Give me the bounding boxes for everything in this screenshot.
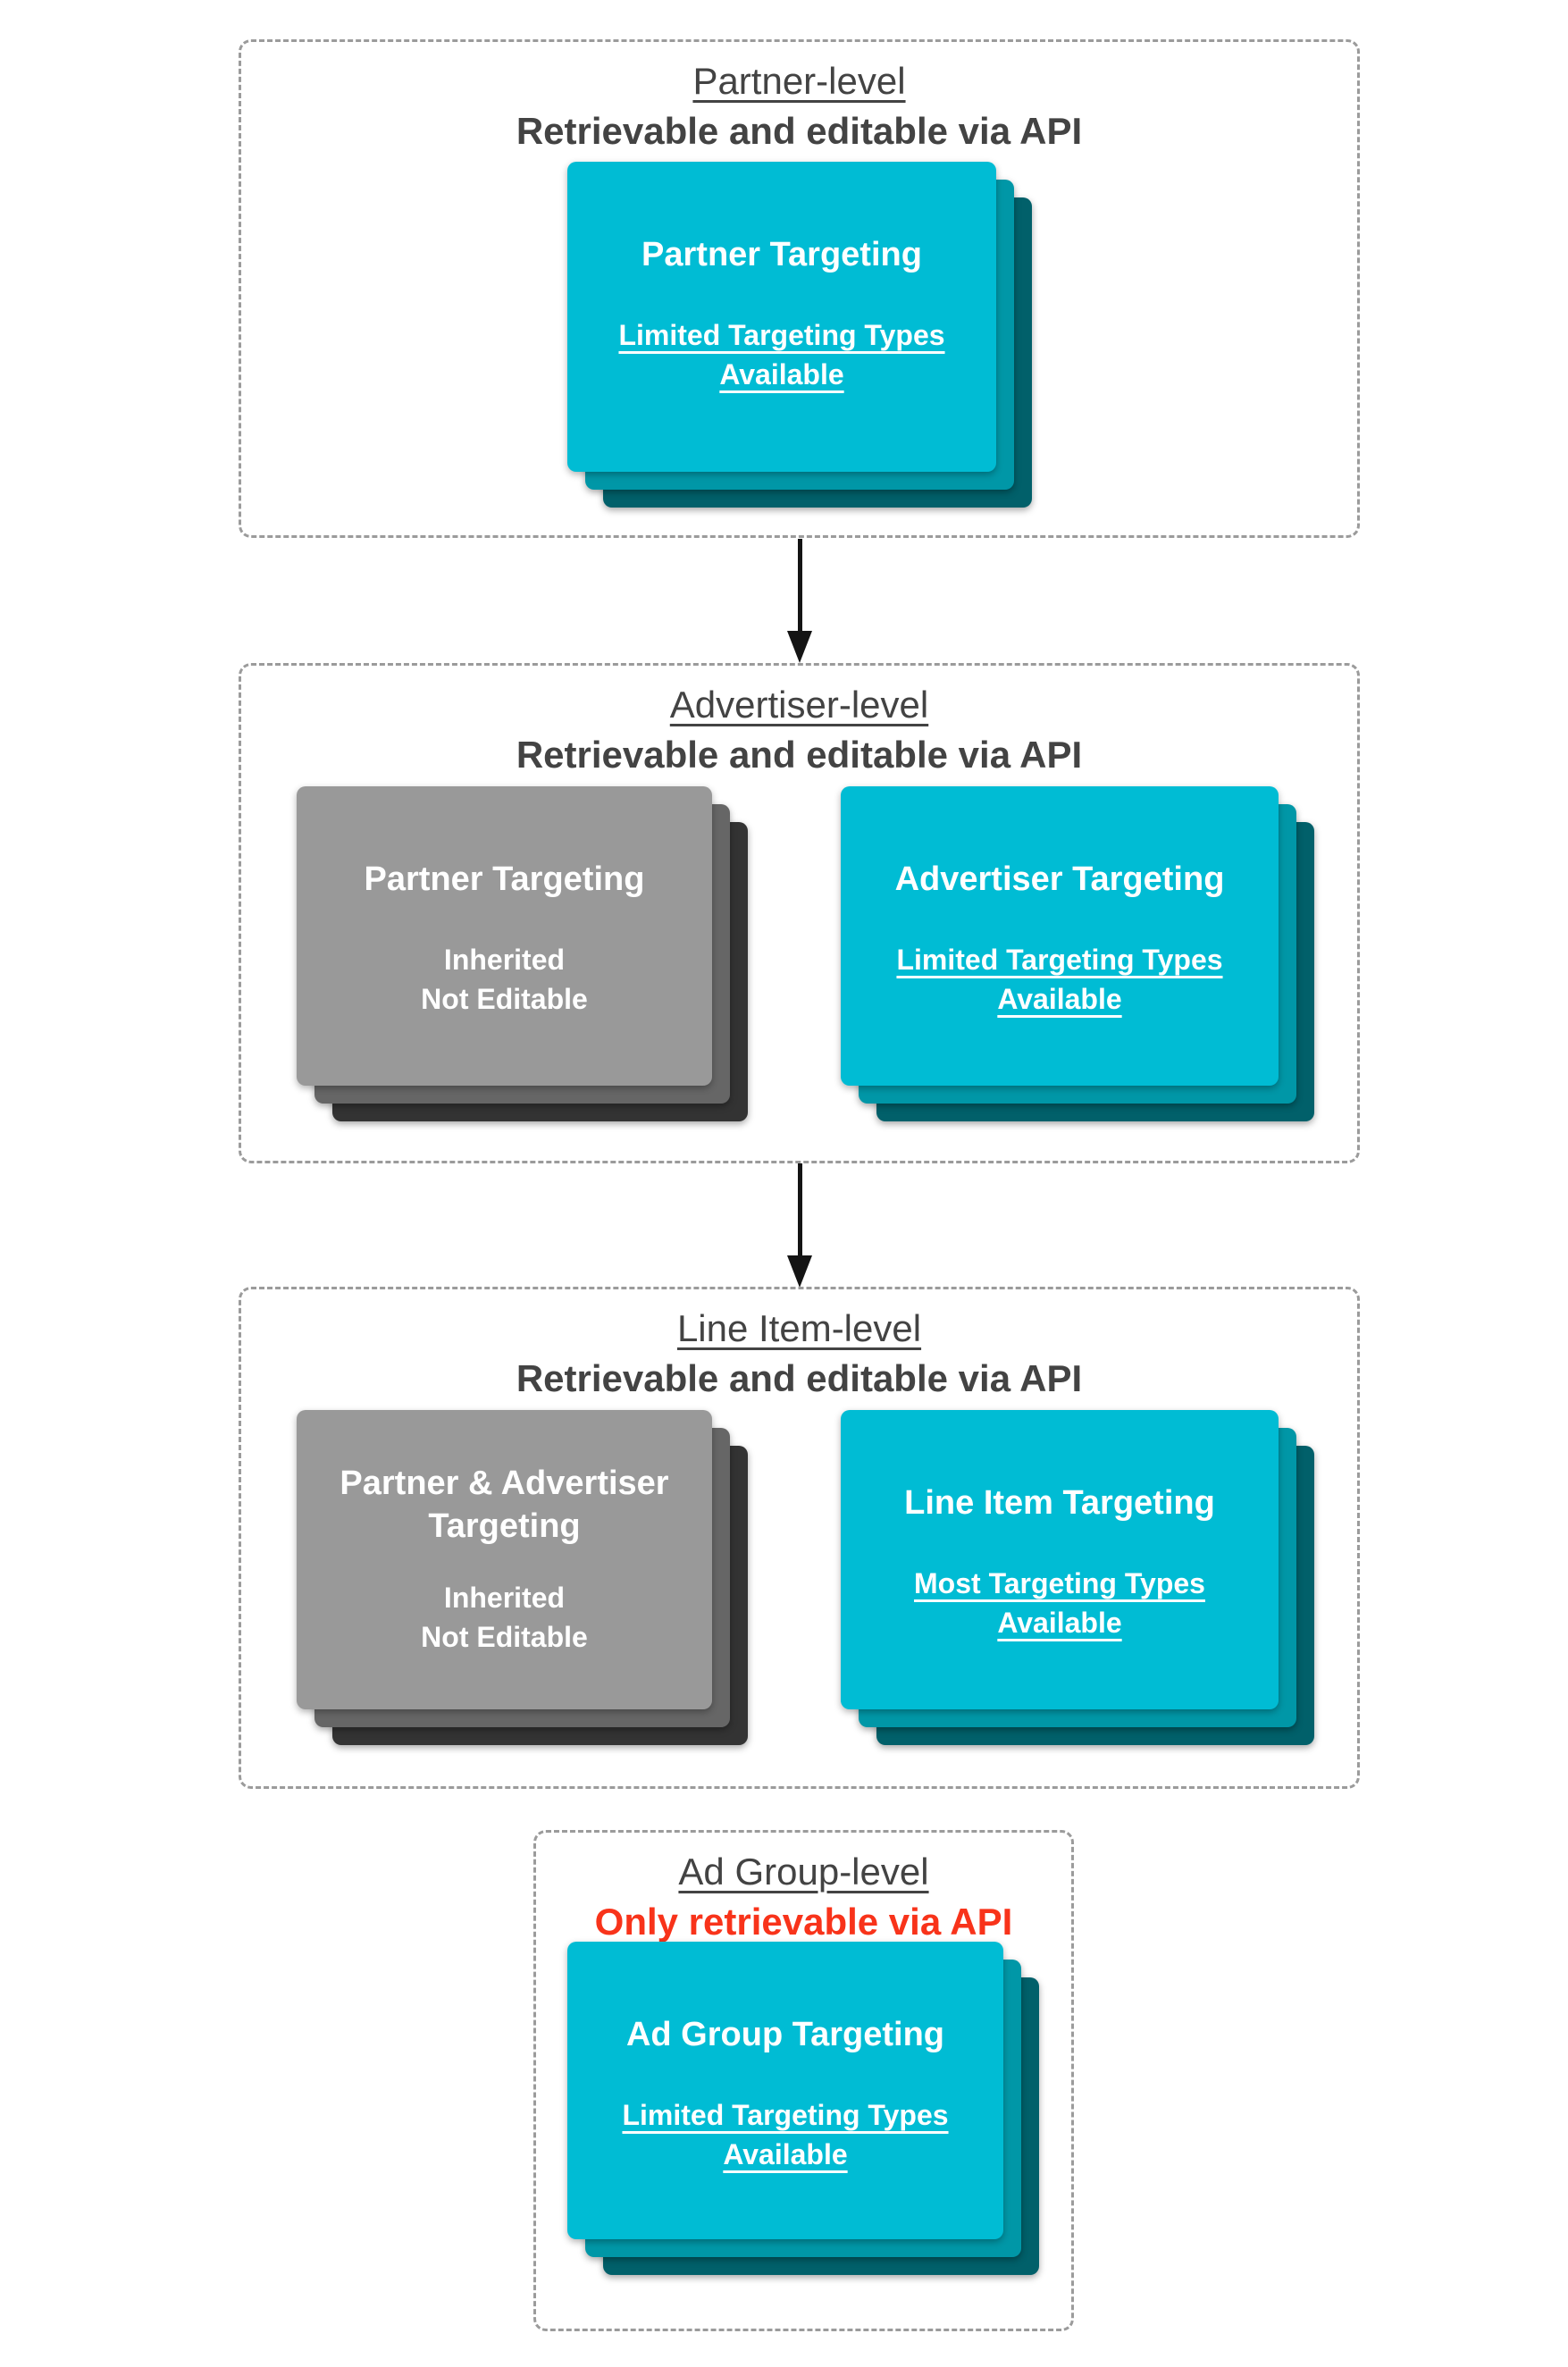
card-title: Partner Targeting xyxy=(641,236,922,273)
line-item-level-section: Line Item-level Retrievable and editable… xyxy=(239,1287,1360,1789)
line-item-level-title: Line Item-level xyxy=(676,1307,922,1349)
partner-level-subtitle: Retrievable and editable via API xyxy=(516,110,1083,152)
card-subtitle-line: Not Editable xyxy=(421,1621,588,1653)
line-item-targeting-card: Line Item Targeting Most Targeting Types… xyxy=(841,1410,1279,1709)
ad-group-level-title: Ad Group-level xyxy=(678,1851,929,1893)
ad-group-level-subtitle: Only retrievable via API xyxy=(594,1901,1013,1943)
advertiser-level-title: Advertiser-level xyxy=(669,684,929,726)
advertiser-level-subtitle: Retrievable and editable via API xyxy=(516,734,1083,776)
card-subtitle: Most Targeting Types Available xyxy=(914,1564,1205,1642)
partner-level-section: Partner-level Retrievable and editable v… xyxy=(239,39,1360,538)
partner-targeting-card: Partner Targeting Limited Targeting Type… xyxy=(567,162,996,472)
line-item-level-subtitle: Retrievable and editable via API xyxy=(516,1357,1083,1399)
card-subtitle: Limited Targeting Types Available xyxy=(618,315,944,394)
inherited-partner-targeting-card: Partner Targeting Inherited Not Editable xyxy=(297,786,712,1086)
inherited-partner-advertiser-targeting-card: Partner & Advertiser Targeting Inherited… xyxy=(297,1410,712,1709)
ad-group-targeting-card-stack: Ad Group Targeting Limited Targeting Typ… xyxy=(567,1942,1039,2275)
card-subtitle-line: Available xyxy=(723,2138,848,2170)
partner-level-header: Partner-level Retrievable and editable v… xyxy=(241,42,1357,156)
inherited-partner-targeting-card-stack: Partner Targeting Inherited Not Editable xyxy=(297,786,748,1121)
card-title: Ad Group Targeting xyxy=(625,2016,945,2053)
advertiser-targeting-card-stack: Advertiser Targeting Limited Targeting T… xyxy=(841,786,1314,1121)
card-subtitle-line: Inherited xyxy=(443,1582,566,1614)
card-subtitle: Limited Targeting Types Available xyxy=(622,2095,948,2174)
card-title: Advertiser Targeting xyxy=(894,860,1225,898)
card-subtitle: Limited Targeting Types Available xyxy=(896,940,1222,1019)
card-subtitle-line: Limited Targeting Types xyxy=(622,2099,949,2131)
card-title: Partner Targeting xyxy=(364,860,645,898)
partner-targeting-card-stack: Partner Targeting Limited Targeting Type… xyxy=(567,162,1032,508)
advertiser-targeting-card: Advertiser Targeting Limited Targeting T… xyxy=(841,786,1279,1086)
partner-level-title: Partner-level xyxy=(692,60,906,102)
card-subtitle-line: Available xyxy=(997,983,1122,1015)
inherited-partner-advertiser-targeting-card-stack: Partner & Advertiser Targeting Inherited… xyxy=(297,1410,748,1745)
advertiser-level-section: Advertiser-level Retrievable and editabl… xyxy=(239,663,1360,1163)
card-title: Line Item Targeting xyxy=(904,1484,1215,1522)
card-subtitle-line: Limited Targeting Types xyxy=(618,319,945,351)
card-subtitle: Inherited Not Editable xyxy=(421,1578,588,1657)
card-subtitle-line: Inherited xyxy=(443,944,566,976)
line-item-level-header: Line Item-level Retrievable and editable… xyxy=(241,1289,1357,1404)
ad-group-level-section: Ad Group-level Only retrievable via API xyxy=(533,1830,1074,2331)
card-subtitle-line: Available xyxy=(719,358,844,390)
ad-group-targeting-card: Ad Group Targeting Limited Targeting Typ… xyxy=(567,1942,1003,2239)
card-subtitle: Inherited Not Editable xyxy=(421,940,588,1019)
card-subtitle-line: Most Targeting Types xyxy=(914,1567,1205,1599)
card-title: Partner & Advertiser Targeting xyxy=(340,1465,669,1545)
card-subtitle-line: Not Editable xyxy=(421,983,588,1015)
advertiser-level-header: Advertiser-level Retrievable and editabl… xyxy=(241,666,1357,780)
card-subtitle-line: Limited Targeting Types xyxy=(896,944,1223,976)
card-subtitle-line: Available xyxy=(997,1607,1122,1639)
line-item-targeting-card-stack: Line Item Targeting Most Targeting Types… xyxy=(841,1410,1314,1745)
ad-group-level-header: Ad Group-level Only retrievable via API xyxy=(536,1833,1071,1947)
